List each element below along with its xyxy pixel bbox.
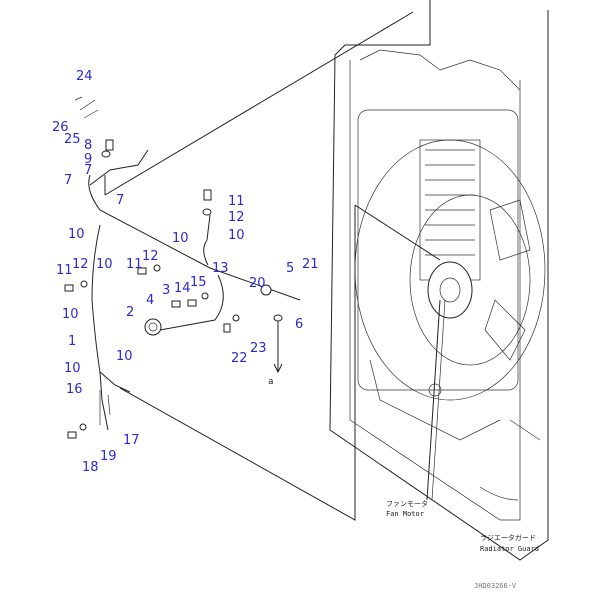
- callout: 7: [64, 173, 72, 188]
- drawing-id: JHD03266-V: [474, 582, 517, 590]
- callout: 12: [142, 249, 159, 264]
- callout: 5: [286, 261, 294, 276]
- detail-leader-lines: [104, 11, 519, 521]
- callout: 20: [249, 276, 266, 291]
- radiator-guard-label-jp: ラジエータガード: [480, 533, 536, 542]
- radiator-guard-label-en: Radiator Guard: [480, 545, 539, 553]
- callout: 11: [228, 194, 245, 209]
- callout: 24: [76, 69, 93, 84]
- arrow-label: a: [268, 377, 273, 387]
- callout: 12: [228, 210, 245, 225]
- callout: 7: [116, 193, 124, 208]
- fan-motor-label-jp: ファンモータ: [386, 499, 428, 508]
- callout: 10: [172, 231, 189, 246]
- callout: 22: [231, 351, 248, 366]
- callout: 9: [84, 152, 92, 167]
- callout: 6: [295, 317, 303, 332]
- callout: 14: [174, 281, 191, 296]
- callout: 7: [84, 163, 92, 178]
- callout: 25: [64, 132, 81, 147]
- callout: 10: [64, 361, 81, 376]
- wire-harness: [64, 96, 301, 439]
- callout: 1: [68, 334, 76, 349]
- callout: 10: [62, 307, 79, 322]
- callout: 26: [52, 120, 69, 135]
- callout: 10: [228, 228, 245, 243]
- radiator-assembly: [329, 0, 549, 561]
- callout: 15: [190, 275, 207, 290]
- callout: 21: [302, 257, 319, 272]
- fan-motor-label-en: Fan Motor: [386, 510, 424, 518]
- callout: 23: [250, 341, 267, 356]
- callout: 10: [68, 227, 85, 242]
- callout: 8: [84, 138, 92, 153]
- callout: 13: [212, 261, 229, 276]
- callout: 11: [56, 263, 73, 278]
- callout: 12: [72, 257, 89, 272]
- callout: 10: [116, 349, 133, 364]
- callout: 17: [123, 433, 140, 448]
- callout: 4: [146, 293, 154, 308]
- callout: 11: [126, 257, 143, 272]
- callout-numbers: 24 26 25 8 9 7 7 7 10 10 11 12 10 11 12 …: [52, 69, 539, 590]
- callout: 10: [96, 257, 113, 272]
- callout: 18: [82, 460, 99, 475]
- callout: 3: [162, 283, 170, 298]
- callout: 2: [126, 305, 134, 320]
- callout: 16: [66, 382, 83, 397]
- callout: 19: [100, 449, 117, 464]
